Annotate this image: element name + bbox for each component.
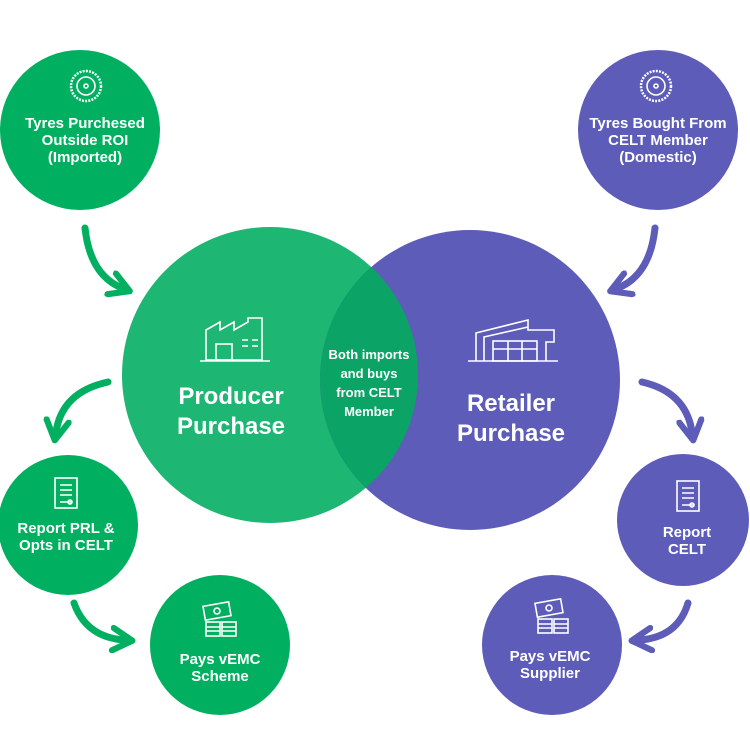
pays-scheme-label-1: Pays vEMC <box>180 651 261 668</box>
arrow-retailer-to-report <box>638 378 692 432</box>
pays-supplier-label-1: Pays vEMC <box>510 648 591 665</box>
producer-label-2: Purchase <box>177 413 285 440</box>
store-icon <box>468 318 558 362</box>
report-prl-label-1: Report PRL & <box>17 520 114 537</box>
imported-label-2: Outside ROI <box>42 132 129 149</box>
factory-icon <box>200 317 270 362</box>
imported-circle <box>0 50 160 210</box>
pays-scheme-label-2: Scheme <box>191 668 249 685</box>
domestic-label-2: CELT Member <box>608 132 708 149</box>
tyre-icon <box>639 69 673 103</box>
report-celt-circle <box>617 454 749 586</box>
domestic-label-3: (Domestic) <box>619 149 697 166</box>
tyre-icon <box>69 69 103 103</box>
arrow-producer-to-report <box>56 378 112 432</box>
pays-scheme-circle <box>150 575 290 715</box>
retailer-label-1: Retailer <box>467 390 555 417</box>
imported-label-1: Tyres Purchesed <box>25 115 145 132</box>
arrow-report-to-pays-supplier <box>640 599 692 640</box>
arrow-report-to-pays-scheme <box>70 599 124 640</box>
retailer-label-2: Purchase <box>457 420 565 447</box>
overlap-label-1: Both imports <box>329 347 410 362</box>
pays-supplier-label-2: Supplier <box>520 665 580 682</box>
document-icon <box>676 480 700 512</box>
overlap-label-4: Member <box>344 404 394 419</box>
arrow-domestic-to-retailer <box>618 224 659 288</box>
money-icon <box>534 597 569 634</box>
money-icon <box>202 600 237 637</box>
arrow-imported-to-producer <box>81 224 122 288</box>
domestic-label-1: Tyres Bought From <box>589 115 726 132</box>
overlap-label-2: and buys <box>340 366 397 381</box>
report-celt-label-1: Report <box>663 524 711 541</box>
report-prl-circle <box>0 455 138 595</box>
report-prl-label-2: Opts in CELT <box>19 537 113 554</box>
pays-supplier-circle <box>482 575 622 715</box>
document-icon <box>54 477 78 509</box>
imported-label-3: (Imported) <box>48 149 122 166</box>
overlap-label-3: from CELT <box>336 385 402 400</box>
report-celt-label-2: CELT <box>668 541 706 558</box>
producer-label-1: Producer <box>178 383 283 410</box>
domestic-circle <box>578 50 738 210</box>
